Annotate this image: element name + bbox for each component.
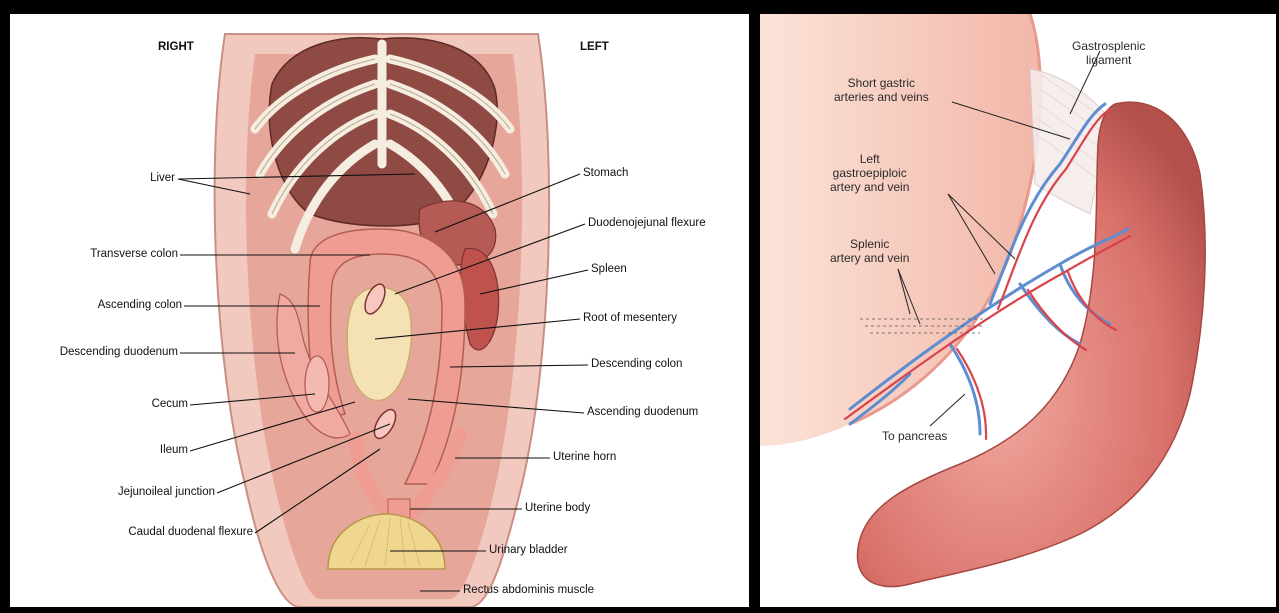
orientation-right: RIGHT [158, 41, 194, 54]
label-duodenojejunal-flexure: Duodenojejunal flexure [588, 217, 706, 230]
label-short-gastric: Short gastric arteries and veins [834, 76, 929, 104]
label-rectus-abdominis-muscle: Rectus abdominis muscle [463, 584, 594, 597]
label-ascending-colon: Ascending colon [98, 299, 182, 312]
label-splenic: Splenic artery and vein [830, 237, 909, 265]
label-liver: Liver [150, 172, 175, 185]
label-root-of-mesentery: Root of mesentery [583, 312, 677, 325]
label-stomach: Stomach [583, 167, 628, 180]
label-to-pancreas: To pancreas [882, 429, 947, 443]
label-ileum: Ileum [160, 444, 188, 457]
label-jejunoileal-junction: Jejunoileal junction [118, 486, 215, 499]
cecum [305, 356, 329, 412]
label-left-gastroepiploic: Left gastroepiploic artery and vein [830, 152, 909, 194]
orientation-left: LEFT [580, 41, 609, 54]
label-uterine-body: Uterine body [525, 502, 590, 515]
label-descending-colon: Descending colon [591, 358, 682, 371]
label-gastrosplenic-ligament: Gastrosplenic ligament [1072, 39, 1145, 67]
label-descending-duodenum: Descending duodenum [60, 346, 178, 359]
label-uterine-horn: Uterine horn [553, 451, 616, 464]
label-spleen: Spleen [591, 263, 627, 276]
label-cecum: Cecum [152, 398, 188, 411]
label-caudal-duodenal-flexure: Caudal duodenal flexure [128, 526, 253, 539]
spleen-vasculature-panel: Gastrosplenic ligament Short gastric art… [760, 14, 1276, 607]
label-ascending-duodenum: Ascending duodenum [587, 406, 698, 419]
label-urinary-bladder: Urinary bladder [489, 544, 568, 557]
label-transverse-colon: Transverse colon [90, 248, 178, 261]
abdominal-viscera-panel: RIGHT LEFT Liver Transverse colon Ascend… [10, 14, 749, 607]
